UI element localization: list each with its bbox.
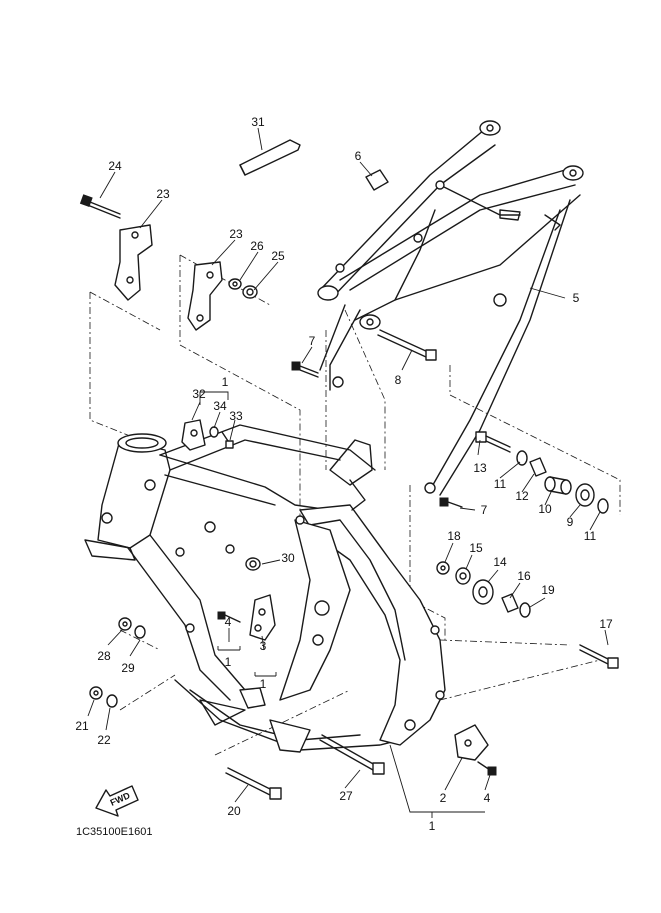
part-20-bolt [225,767,282,800]
part-11-washer-b [597,498,609,514]
part-8-bolt [377,329,437,361]
callout-19: 19 [541,583,555,597]
callout-23: 23 [156,187,170,201]
callout-34: 34 [213,399,227,413]
part-26-washer [228,278,242,290]
part-32-clamp [181,419,206,451]
callout-17: 17 [599,617,613,631]
part-7-bolt-lower [439,497,463,508]
callout-1: 1 [222,375,229,389]
callout-26: 26 [250,239,264,253]
callout-13: 13 [473,461,487,475]
callout-2: 2 [440,791,447,805]
part-22-washer [106,694,118,708]
callout-28: 28 [97,649,111,663]
part-33-bolt [221,431,234,449]
callout-5: 5 [573,291,580,305]
part-7-bolt-upper [291,361,319,378]
part-31-strap [239,139,301,176]
callout-33: 33 [229,409,243,423]
callout-27: 27 [339,789,353,803]
callout-12: 12 [515,489,529,503]
main-frame [84,424,446,753]
part-9-bushing [575,483,595,507]
callout-14: 14 [493,555,507,569]
drawing-code: 1C35100E1601 [76,826,152,838]
leader-lines [87,127,609,818]
callout-1: 1 [260,677,267,691]
assembly-guide-lines [89,254,621,756]
callout-29: 29 [121,661,135,675]
callout-25: 25 [271,249,285,263]
part-4-bolt-lower [477,761,497,776]
part-2-bracket [454,724,489,761]
callout-4: 4 [225,615,232,629]
callout-30: 30 [281,551,295,565]
part-18-nut [436,561,450,575]
part-25-nut [242,285,258,299]
part-27-bolt [319,734,385,775]
callout-7: 7 [481,503,488,517]
part-21-nut [89,686,103,700]
callout-11: 11 [494,477,507,491]
part-29-washer [134,625,146,639]
callout-3: 3 [260,639,267,653]
callout-10: 10 [538,502,552,516]
part-14-bushing [472,579,494,605]
callout-23: 23 [229,227,243,241]
callout-15: 15 [469,541,483,555]
part-15-washer [455,567,471,585]
callout-21: 21 [75,719,89,733]
callout-7: 7 [309,334,316,348]
callout-4: 4 [484,791,491,805]
part-24-bolt [79,194,121,219]
callout-31: 31 [251,115,265,129]
callout-32: 32 [192,387,206,401]
part-19-washer [519,602,531,618]
callout-8: 8 [395,373,402,387]
part-17-bolt [579,644,619,669]
callout-18: 18 [447,529,461,543]
part-34-washer [209,426,219,438]
part-12-collar [529,457,547,477]
part-30-nut [245,557,261,571]
subframe [317,120,584,496]
callout-24: 24 [108,159,122,173]
part-16-collar [501,593,519,613]
part-13-bolt [475,431,511,453]
callout-11: 11 [584,529,597,543]
part-10-collar [544,476,572,495]
callout-1: 1 [429,819,436,833]
callout-6: 6 [355,149,362,163]
callout-16: 16 [517,569,531,583]
fwd-arrow-icon: FWD [95,785,139,817]
part-4-bolt-upper [217,611,241,623]
callout-9: 9 [567,515,574,529]
part-28-nut [118,617,132,631]
callout-numbers: 3162423232625578132343313111210911718151… [75,115,613,833]
callout-1: 1 [225,655,232,669]
callout-20: 20 [227,804,241,818]
part-23-bracket-right [187,261,223,331]
part-23-bracket-left [114,224,153,301]
callout-22: 22 [97,733,111,747]
part-11-washer-a [516,450,528,466]
